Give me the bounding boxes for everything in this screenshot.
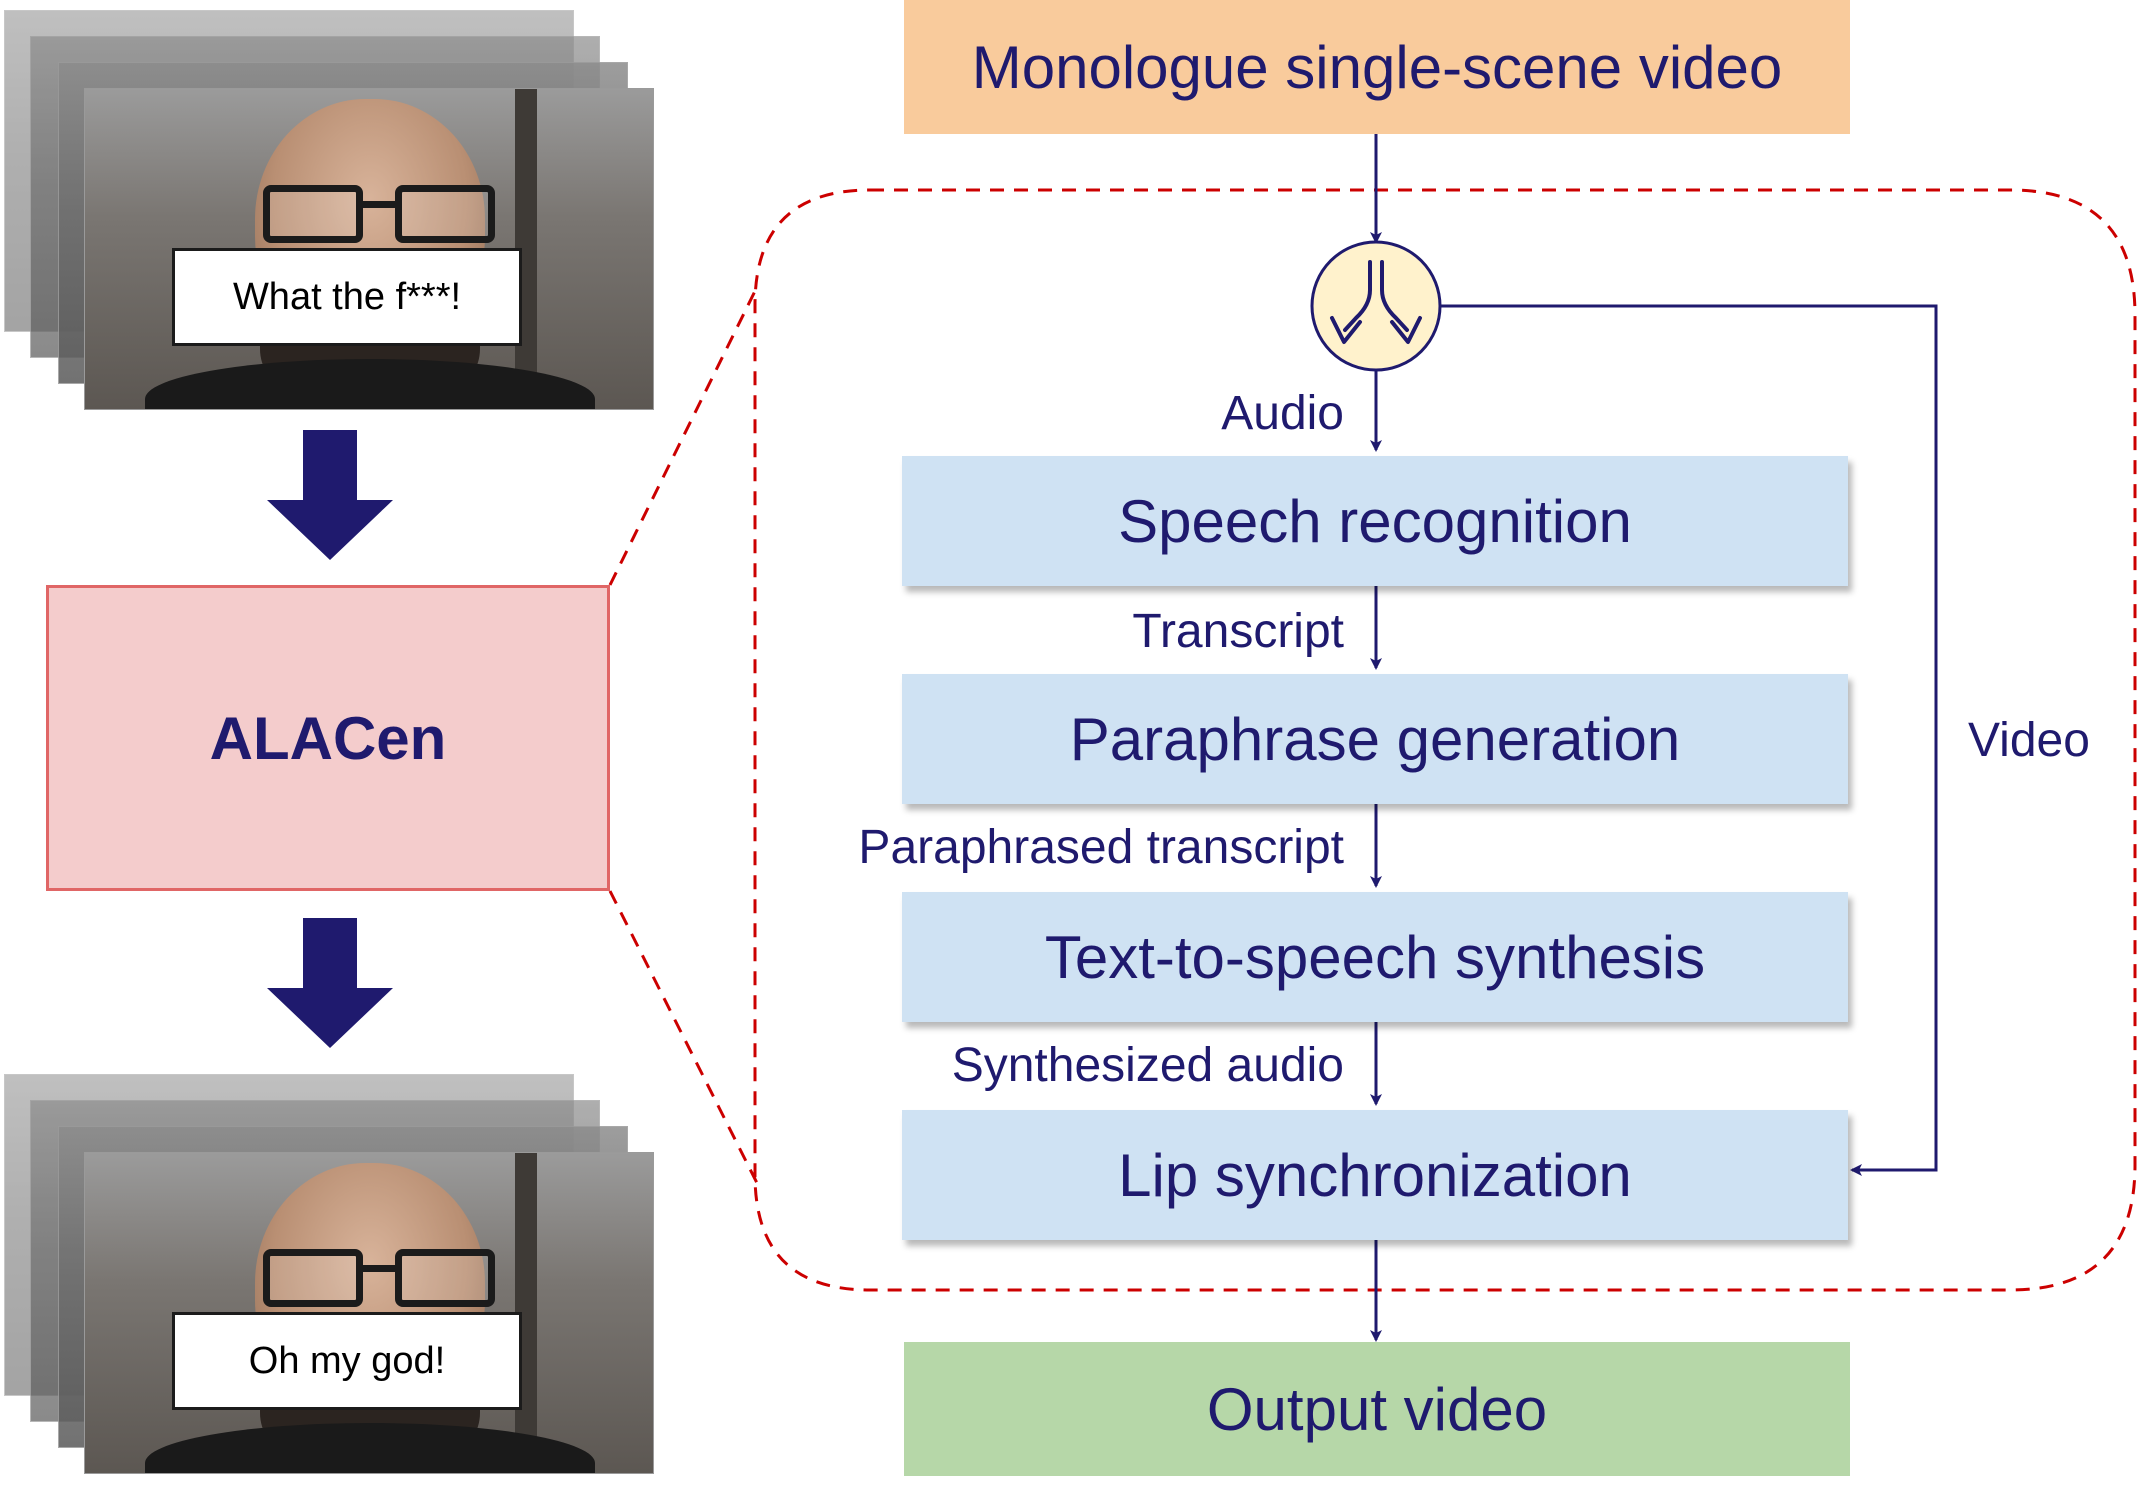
input-video-frames: What the f***!: [0, 2, 660, 422]
glasses-icon: [263, 1249, 363, 1307]
glasses-bridge: [363, 201, 395, 208]
speech-recognition-box: Speech recognition: [902, 456, 1848, 586]
glasses-icon: [263, 185, 363, 243]
glasses-bridge: [363, 1265, 395, 1272]
glasses-icon: [395, 185, 495, 243]
down-arrow-icon: [267, 918, 393, 1048]
paraphrase-generation-box: Paraphrase generation: [902, 674, 1848, 804]
expanded-region-outline: [753, 188, 2137, 1292]
glasses-icon: [395, 1249, 495, 1307]
lip-synchronization-box: Lip synchronization: [902, 1110, 1848, 1240]
tts-synthesis-box: Text-to-speech synthesis: [902, 892, 1848, 1022]
edge-label-paraphrased: Paraphrased transcript: [858, 821, 1344, 874]
output-caption: Oh my god!: [172, 1312, 522, 1410]
input-video-box: Monologue single-scene video: [904, 0, 1850, 134]
edge-label-audio: Audio: [1221, 387, 1344, 440]
edge-label-transcript: Transcript: [1132, 605, 1344, 658]
alacen-system-box: ALACen: [46, 585, 610, 891]
zoom-line-top: [608, 284, 760, 586]
arrow-video: [1440, 304, 1938, 1176]
edge-label-video: Video: [1968, 714, 2090, 767]
output-video-frames: Oh my god!: [0, 1066, 660, 1486]
output-video-box: Output video: [904, 1342, 1850, 1476]
split-arrows-icon: [1310, 240, 1442, 372]
input-caption: What the f***!: [172, 248, 522, 346]
zoom-line-bottom: [608, 890, 760, 1186]
edge-label-synthesized: Synthesized audio: [951, 1039, 1344, 1092]
down-arrow-icon: [267, 430, 393, 560]
